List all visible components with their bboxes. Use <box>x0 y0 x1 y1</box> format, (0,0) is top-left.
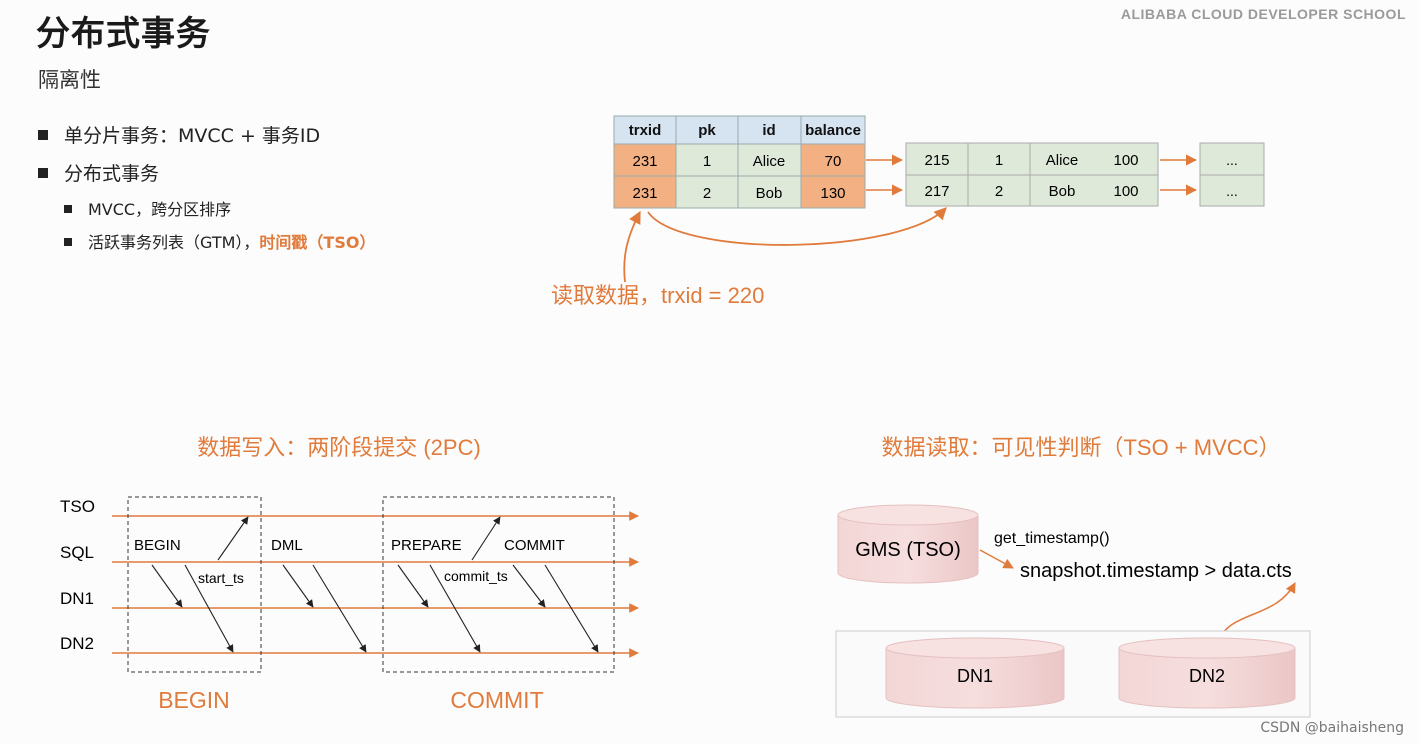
arrow-commit-dn1 <box>512 564 546 608</box>
commit-phase-box <box>382 496 615 673</box>
dn1-label: DN1 <box>957 666 993 686</box>
timestamp-arrow <box>979 549 1014 569</box>
table-header-pk: pk <box>698 122 716 139</box>
msg-commit-ts: commit_ts <box>444 568 508 584</box>
version-cell-text: Bob <box>1049 183 1076 200</box>
arrow-begin-dn1 <box>151 564 183 608</box>
table-row-cell: 1 <box>703 153 711 170</box>
arrow-prepare-dn1 <box>397 564 429 608</box>
bullet-square-icon <box>38 130 48 140</box>
msg-begin: BEGIN <box>134 537 181 554</box>
arrow-prepare-dn2 <box>429 564 481 653</box>
visibility-condition: snapshot.timestamp > data.cts <box>1020 560 1292 582</box>
watermark-credit: CSDN @baihaisheng <box>1260 720 1404 736</box>
table-cell <box>800 143 866 177</box>
bullet-text: 分布式事务 <box>64 163 160 185</box>
message-arrows <box>151 516 599 653</box>
bullet-distributed: 分布式事务 <box>38 159 159 186</box>
table-header-cell <box>800 115 866 145</box>
arrow-commit-ts <box>471 516 501 561</box>
table-header-balance: balance <box>805 122 861 139</box>
bullet-text: 单分片事务：MVCC + 事务ID <box>64 125 321 147</box>
read-pointer-arrow <box>623 210 641 283</box>
lane-label-tso: TSO <box>60 497 95 516</box>
bullet-single-shard: 单分片事务：MVCC + 事务ID <box>38 121 320 148</box>
table-row-cell: 231 <box>632 153 657 170</box>
sub-bullet-gtm: 活跃事务列表（GTM），时间戳（TSO） <box>64 229 375 253</box>
dn2-cylinder <box>1118 637 1296 709</box>
timelines <box>112 511 639 658</box>
version-cell-text: 2 <box>995 183 1003 200</box>
version-cell <box>905 174 969 207</box>
read-trxid-label: 读取数据，trxid = 220 <box>551 283 764 308</box>
table-row-cell: 70 <box>825 153 842 170</box>
version-cell-text: 1 <box>995 152 1003 169</box>
version-cell <box>967 174 1031 207</box>
sub-bullet-highlight: 时间戳（TSO） <box>259 233 376 252</box>
table-cell <box>675 143 739 177</box>
table-header-cell <box>675 115 739 145</box>
version-lookup-arrow <box>647 207 947 246</box>
gms-cylinder <box>837 504 979 584</box>
table-cell <box>800 175 866 209</box>
table-header-id: id <box>762 122 775 139</box>
ellipsis-text: ... <box>1226 183 1238 199</box>
table-row-cell: Alice <box>753 153 786 170</box>
table-row-cell: 2 <box>703 185 711 202</box>
version-cell <box>1029 174 1159 207</box>
version-cell-text: Alice <box>1046 152 1079 169</box>
table-header-trxid: trxid <box>629 122 662 139</box>
lane-label-dn1: DN1 <box>60 589 94 608</box>
version-cell-text: 217 <box>924 183 949 200</box>
version-cell-text: 100 <box>1113 183 1138 200</box>
brand-logo-text: ALIBABA CLOUD DEVELOPER SCHOOL <box>1120 6 1406 22</box>
mvcc-table: trxid pk id balance 231 1 Alice 70 231 2… <box>613 115 866 209</box>
version-cell-text: 215 <box>924 152 949 169</box>
sub-bullet-mvcc: MVCC，跨分区排序 <box>64 196 231 220</box>
table-row-cell: Bob <box>756 185 783 202</box>
lane-labels: TSO SQL DN1 DN2 <box>60 497 95 653</box>
arrow-commit-dn2 <box>544 564 599 653</box>
lane-label-sql: SQL <box>60 543 94 562</box>
ellipsis-cell <box>1199 174 1265 207</box>
begin-phase-box <box>127 496 262 673</box>
ellipsis-text: ... <box>1226 152 1238 168</box>
msg-commit: COMMIT <box>504 537 565 554</box>
dn2-label: DN2 <box>1189 666 1225 686</box>
msg-dml: DML <box>271 537 303 554</box>
get-timestamp-call: get_timestamp() <box>994 530 1110 547</box>
bullet-square-icon <box>64 205 72 213</box>
sub-bullet-text: 活跃事务列表（GTM）， <box>88 233 260 252</box>
table-cell <box>613 175 677 209</box>
dn1-cylinder <box>885 637 1065 709</box>
arrow-begin-dn2 <box>184 564 234 653</box>
bullet-square-icon <box>64 238 72 246</box>
msg-prepare: PREPARE <box>391 537 462 554</box>
lane-label-dn2: DN2 <box>60 634 94 653</box>
slide-subtitle: 隔离性 <box>38 68 101 92</box>
phase-label-commit: COMMIT <box>450 687 543 713</box>
bullet-square-icon <box>38 168 48 178</box>
arrow-dml-dn2 <box>312 564 367 653</box>
version-cell-text: 100 <box>1113 152 1138 169</box>
table-cell <box>675 175 739 209</box>
gms-label: GMS (TSO) <box>855 539 961 561</box>
arrow-dml-dn1 <box>282 564 314 608</box>
msg-start-ts: start_ts <box>198 570 244 586</box>
table-row-cell: 231 <box>632 185 657 202</box>
arrow-start-ts <box>217 516 249 561</box>
slide-title: 分布式事务 <box>36 14 211 54</box>
version-cell <box>905 142 969 176</box>
table-row-cell: 130 <box>820 185 845 202</box>
two-pc-title: 数据写入：两阶段提交 (2PC) <box>197 435 481 460</box>
sub-bullet-text: MVCC，跨分区排序 <box>88 200 232 219</box>
version-table: 215 1 Alice 100 217 2 Bob 100 <box>905 142 1159 207</box>
phase-label-begin: BEGIN <box>158 687 230 713</box>
read-visibility-title: 数据读取：可见性判断（TSO + MVCC） <box>881 435 1280 460</box>
ellipsis-cell <box>1199 142 1265 176</box>
